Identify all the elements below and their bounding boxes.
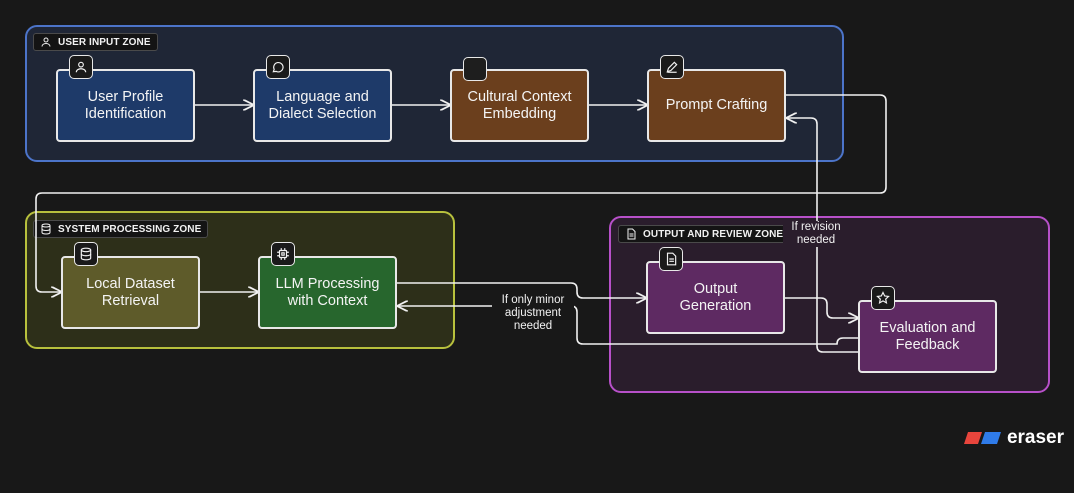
eraser-logo-text: eraser (1006, 427, 1064, 448)
chat-bubble-icon (266, 55, 290, 79)
edge-prompt-to-dataset (35, 94, 887, 292)
eraser-logo: eraser (963, 427, 1064, 449)
system-processing-zone-title: SYSTEM PROCESSING ZONE (58, 223, 202, 235)
edge-label-minor-adjustment: If only minor adjustment needed (492, 294, 574, 333)
user-icon (41, 37, 51, 47)
node-output-generation-label: Output Generation (679, 280, 752, 314)
node-user-profile[interactable]: User Profile Identification (56, 69, 195, 142)
pencil-icon (660, 55, 684, 79)
eraser-logo-icon (963, 432, 1001, 444)
node-local-dataset-label: Local Dataset Retrieval (86, 275, 175, 309)
output-review-zone-label: OUTPUT AND REVIEW ZONE (618, 225, 791, 243)
node-evaluation-feedback-label: Evaluation and Feedback (879, 319, 976, 353)
node-prompt-crafting[interactable]: Prompt Crafting (647, 69, 786, 142)
node-user-profile-label: User Profile Identification (84, 88, 167, 122)
edge-llm-to-output (397, 282, 646, 298)
node-cultural-context[interactable]: Cultural Context Embedding (450, 69, 589, 142)
node-language-dialect[interactable]: Language and Dialect Selection (253, 69, 392, 142)
user-input-zone-label: USER INPUT ZONE (33, 33, 158, 51)
user-input-zone-title: USER INPUT ZONE (58, 36, 151, 48)
node-prompt-crafting-label: Prompt Crafting (665, 97, 768, 113)
node-language-dialect-label: Language and Dialect Selection (268, 88, 377, 122)
document-icon (627, 228, 636, 240)
node-evaluation-feedback[interactable]: Evaluation and Feedback (858, 300, 997, 373)
output-review-zone-title: OUTPUT AND REVIEW ZONE (643, 228, 784, 240)
black-square-icon (463, 57, 487, 81)
edge-evaluation-to-llm (398, 306, 858, 345)
database-icon (74, 242, 98, 266)
edge-output-to-evaluation (785, 297, 858, 318)
database-icon (41, 223, 51, 235)
edge-label-revision: If revision needed (783, 221, 849, 247)
user-icon (69, 55, 93, 79)
star-icon (871, 286, 895, 310)
node-output-generation[interactable]: Output Generation (646, 261, 785, 334)
node-cultural-context-label: Cultural Context Embedding (467, 88, 572, 122)
system-processing-zone-label: SYSTEM PROCESSING ZONE (33, 220, 209, 238)
node-llm-processing-label: LLM Processing with Context (275, 275, 380, 309)
chip-icon (271, 242, 295, 266)
node-local-dataset[interactable]: Local Dataset Retrieval (61, 256, 200, 329)
node-llm-processing[interactable]: LLM Processing with Context (258, 256, 397, 329)
document-icon (659, 247, 683, 271)
